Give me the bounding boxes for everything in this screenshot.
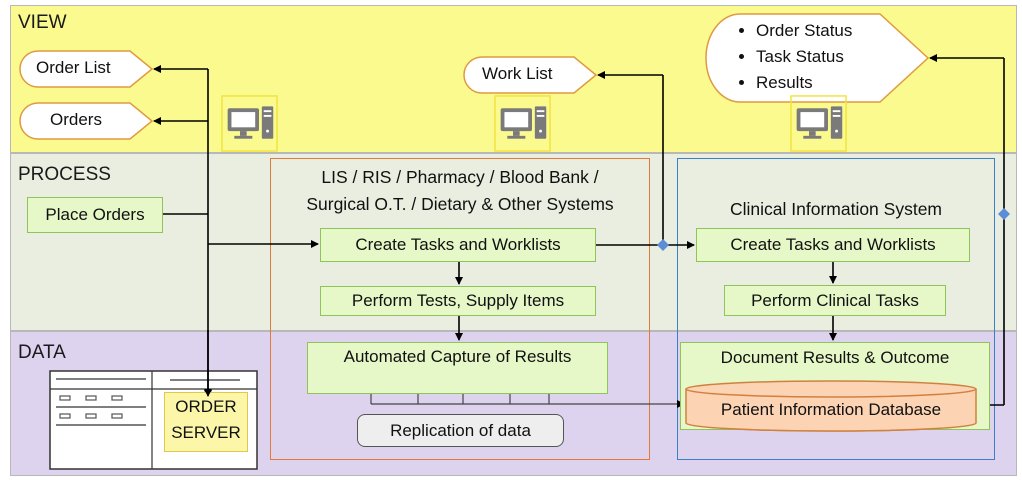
lis-create-tasks-box: Create Tasks and Worklists (320, 228, 596, 262)
cis-perform-clinical-box: Perform Clinical Tasks (724, 285, 946, 316)
patient-db-overlay (685, 380, 977, 432)
cis-create-tasks-box: Create Tasks and Worklists (696, 228, 970, 262)
order-list-display: Order List (36, 58, 111, 77)
order-list-display-shape (19, 50, 154, 88)
capture-results-box: Automated Capture of Results (307, 342, 608, 394)
work-list-display-shape (463, 56, 598, 94)
status-item-order: Order Status (756, 18, 852, 44)
order-server-label-line1: ORDER (175, 397, 237, 416)
lis-header-line2: Surgical O.T. / Dietary & Other Systems (306, 194, 614, 214)
capture-results-label: Automated Capture of Results (343, 347, 572, 366)
status-item-results: Results (756, 70, 852, 96)
lis-header-line1: LIS / RIS / Pharmacy / Blood Bank / (321, 167, 599, 187)
process-band-label: PROCESS (18, 164, 111, 185)
order-server-label-line2: SERVER (171, 423, 241, 442)
work-list-display: Work List (482, 64, 553, 83)
status-display-list: Order Status Task Status Results (734, 18, 852, 96)
order-server-label-box (164, 392, 248, 452)
status-display-shape (705, 13, 930, 103)
cis-system-container (677, 158, 995, 460)
orders-display: Orders (50, 110, 102, 129)
view-band-label: VIEW (18, 12, 67, 33)
cis-header: Clinical Information System (729, 199, 943, 219)
place-orders-box: Place Orders (27, 197, 163, 233)
lis-system-container (270, 158, 650, 460)
data-band-label: DATA (18, 342, 66, 363)
document-results-label: Document Results & Outcome (720, 348, 950, 367)
status-item-task: Task Status (756, 44, 852, 70)
patient-db-label: Patient Information Database (720, 400, 942, 419)
replication-box: Replication of data (357, 414, 564, 447)
orders-display-shape (19, 102, 154, 140)
lis-perform-tests-box: Perform Tests, Supply Items (320, 286, 596, 316)
